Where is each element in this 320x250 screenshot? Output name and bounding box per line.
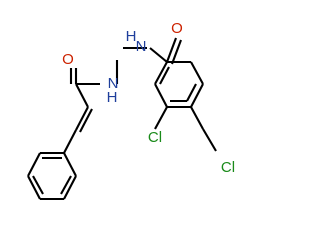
nitrogen-label-right: N (136, 38, 147, 55)
molecule-diagram: O O N H N H Cl Cl (27, 19, 236, 201)
nitrogen-hydrogen-label-right: H (126, 28, 137, 45)
amide-left (69, 68, 100, 86)
chlorine-label-top: Cl (148, 129, 162, 146)
nitrogen-hydrogen-label-left: H (107, 89, 118, 106)
amide-right (166, 37, 191, 65)
hydrazide-linker (115, 46, 168, 84)
phenyl-ring-left (27, 151, 77, 201)
chlorine-label-bottom: Cl (221, 159, 235, 176)
phenyl-ring-right (154, 60, 204, 109)
chloro-substituents (154, 106, 217, 152)
nitrogen-label-left: N (108, 75, 119, 92)
oxygen-label-right: O (171, 20, 183, 37)
vinyl-linker (63, 83, 93, 154)
oxygen-label-left: O (62, 51, 74, 68)
structure-svg: O O N H N H Cl Cl (27, 20, 235, 201)
